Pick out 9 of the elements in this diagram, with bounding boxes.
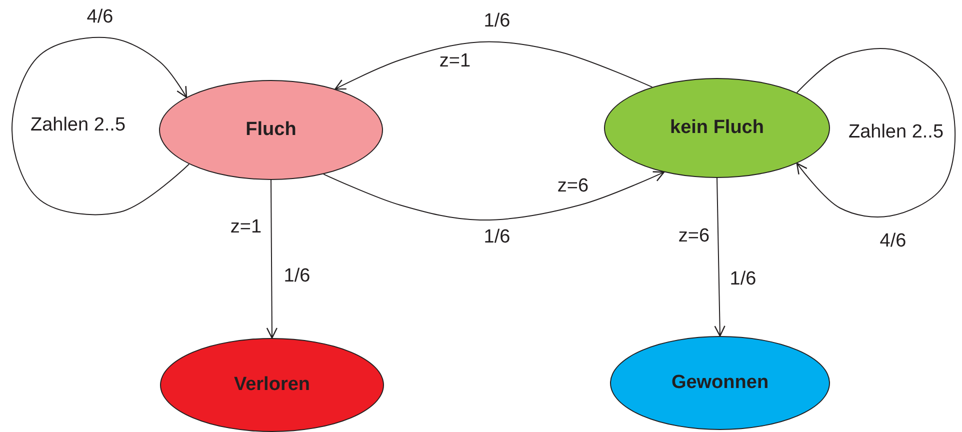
arrow — [334, 41, 653, 90]
arrow — [266, 180, 278, 339]
self-loop-arrow — [796, 48, 956, 218]
state-name: Fluch — [246, 119, 296, 141]
arrow — [323, 171, 665, 220]
self-loop-arrow — [12, 37, 190, 216]
state-name: kein Fluch — [670, 117, 764, 139]
state-name: Gewonnen — [671, 372, 769, 394]
state-name: Verloren — [234, 374, 310, 396]
